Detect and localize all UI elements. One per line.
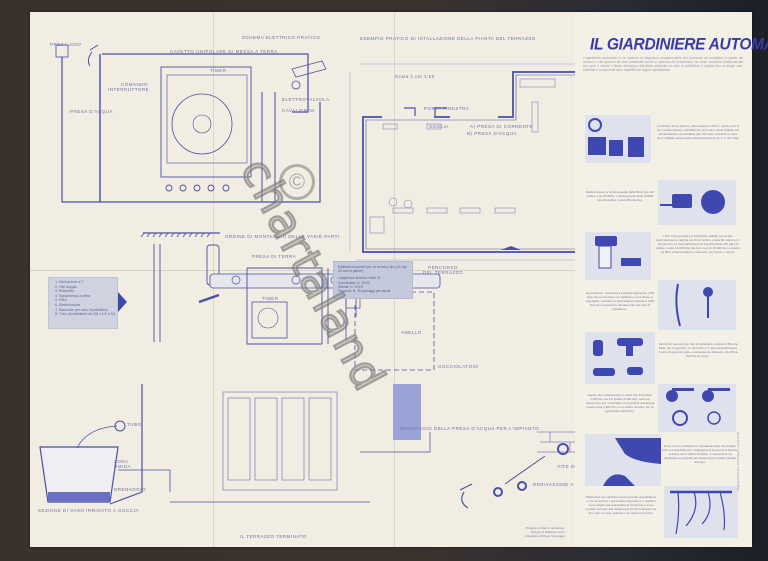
label-porta: PORTA FINESTRA xyxy=(424,106,470,111)
photo-saracinesche xyxy=(658,384,736,432)
photo-filtri xyxy=(585,232,651,280)
photo-raccordi xyxy=(585,332,655,384)
pianta-title: ESEMPIO PRATICO DI ISTALLAZIONE DELLA PI… xyxy=(360,36,536,41)
label-vite-doppia: VITE DOPPIA xyxy=(557,464,591,469)
label-cavalieri: CAVALIERINI xyxy=(282,108,315,113)
label-elettrovalvola: ELETTROVALVOLA xyxy=(282,97,330,102)
poster-sheet: SCHEMA ELETTRICO PRATICO CAVETTO UNIPOLA… xyxy=(30,12,768,547)
legend-item: Tubo di polietilene da 3/8 o 1/2 a 3/4 xyxy=(59,312,117,317)
caption-elettrovalvola: Elettrovalvola: a sinistra quella della … xyxy=(586,190,654,202)
info-line: Lunghezza del tubo: metri 30 xyxy=(338,276,381,281)
label-presa-acqua: PRESA D'ACQUA xyxy=(70,109,113,114)
info-line: Ramali: N. 10/15 xyxy=(338,284,363,289)
caption-raccordi: Vari tipi di raccordi per tubi di poliet… xyxy=(658,342,738,358)
vertical-note: Supplemento al n. 9 di 'Casa' — anno 197… xyxy=(736,432,740,490)
caption-teflon: Ecco come si effettua la mantiatura dell… xyxy=(662,444,738,464)
credit-line: Progetto di Marco Hoeberger xyxy=(525,526,565,530)
label-anello: ANELLO xyxy=(401,330,422,335)
label-zona-umida: ZONA UMIDA xyxy=(114,459,131,469)
label-scala: Scala 1:cm 1:50 xyxy=(395,74,435,79)
label-drenaggio: DRENAGGIO xyxy=(114,487,147,492)
timer-box xyxy=(160,66,252,178)
legend-item: Vite doppia xyxy=(59,285,117,290)
legend-item: Saracinesca a sfera xyxy=(59,294,117,299)
info-line: Raccordi: N. 30 passaggi per ramali xyxy=(338,289,391,294)
timer-dial xyxy=(171,93,233,155)
label-gocciolatoio: GOCCIOLATOIO xyxy=(438,364,479,369)
credit-line: Fotografie di Paolo Vernaggia xyxy=(525,533,565,538)
label-presa-terra: PRESA DI TERRA xyxy=(252,254,297,259)
legend-item: Raccordo per tubo di polietilene xyxy=(59,308,117,313)
photo-gocciolatori xyxy=(658,280,736,330)
photo-timers xyxy=(585,115,651,163)
label-comando: COMANDO INTERRUTTORE xyxy=(108,82,150,92)
vaso-title: SEZIONE DI VASO IRRIGATO A GOCCIA xyxy=(38,508,139,513)
credits: Progetto di Marco Hoeberger Disegni di M… xyxy=(525,526,565,538)
label-tubo: TUBO xyxy=(127,422,142,427)
label-presa-220: PRESA 220V xyxy=(50,42,82,47)
photo-teflon xyxy=(585,434,661,486)
montaggio-title: ORDINE DI MONTAGGIO DELLE VARIE PARTI xyxy=(225,234,340,239)
label-derivazione: DERIVAZIONE A T xyxy=(533,482,579,487)
intro-text: Il giardiniere automatico è un sistema d… xyxy=(583,56,743,73)
copyright-icon: © xyxy=(279,164,315,200)
legend-arrow-icon xyxy=(118,292,127,312)
caption-capillari: Particolare dei capillari inseriti sul t… xyxy=(585,495,657,515)
poster-title: IL GIARDINIERE AUTOMATICO xyxy=(590,35,768,54)
info-line: Materiali occorrenti per un terrazzo tip… xyxy=(338,265,408,274)
vista-title: IL TERRAZZO TERMINATO xyxy=(240,534,307,539)
caption-filtri: I filtri: il più grande è il Cilindretto… xyxy=(656,234,740,254)
legend-box: Derivazione a T Vite doppia Rubinetto Sa… xyxy=(48,277,118,329)
solenoid-valve xyxy=(291,60,327,78)
blueprint-drawings xyxy=(39,44,620,509)
label-percorso: PERCORSO DEL TERRAZZO xyxy=(423,265,464,275)
photo-elettrovalvola xyxy=(658,180,736,225)
label-soglia: SOGLIA xyxy=(429,124,449,129)
label-timer-small: TIMER xyxy=(262,296,279,301)
timer-small xyxy=(251,301,288,339)
legend-item: Filtro xyxy=(59,298,117,303)
caption-timers: A sinistra i timer (bianco, alimentazion… xyxy=(656,124,740,140)
materials-box: Materiali occorrenti per un terrazzo tip… xyxy=(333,261,413,299)
label-presa-acqua-b: B) PRESA D'ACQUA xyxy=(467,131,518,136)
presa-acqua-title: MONTAGGIO DELLA PRESA D'ACQUA PER L'IMPI… xyxy=(400,426,540,431)
legend-item: Derivazione a T xyxy=(59,280,117,285)
photo-capillari xyxy=(664,486,738,538)
credit-line: Disegni di Massimo Tozzi xyxy=(530,529,565,534)
info-line: Gocciolatori: N. 20/30 xyxy=(338,280,370,285)
label-presa-corrente: A) PRESA DI CORRENTE xyxy=(470,124,534,129)
caption-saracinesche: Sopra: due saracinesche a sfera (da 3/4 … xyxy=(585,393,655,413)
legend-item: Rubinetto xyxy=(59,289,117,294)
legend-item: Elettrovalvola xyxy=(59,303,117,308)
caption-gocciolatori: Gocciolatore: di sinistra il modello Agr… xyxy=(585,291,655,311)
schema-title: SCHEMA ELETTRICO PRATICO xyxy=(242,35,321,40)
label-timer: TIMER xyxy=(210,68,227,73)
schema-subtitle: CAVETTO UNIPOLARE DI MESSA A TERRA xyxy=(170,49,278,54)
